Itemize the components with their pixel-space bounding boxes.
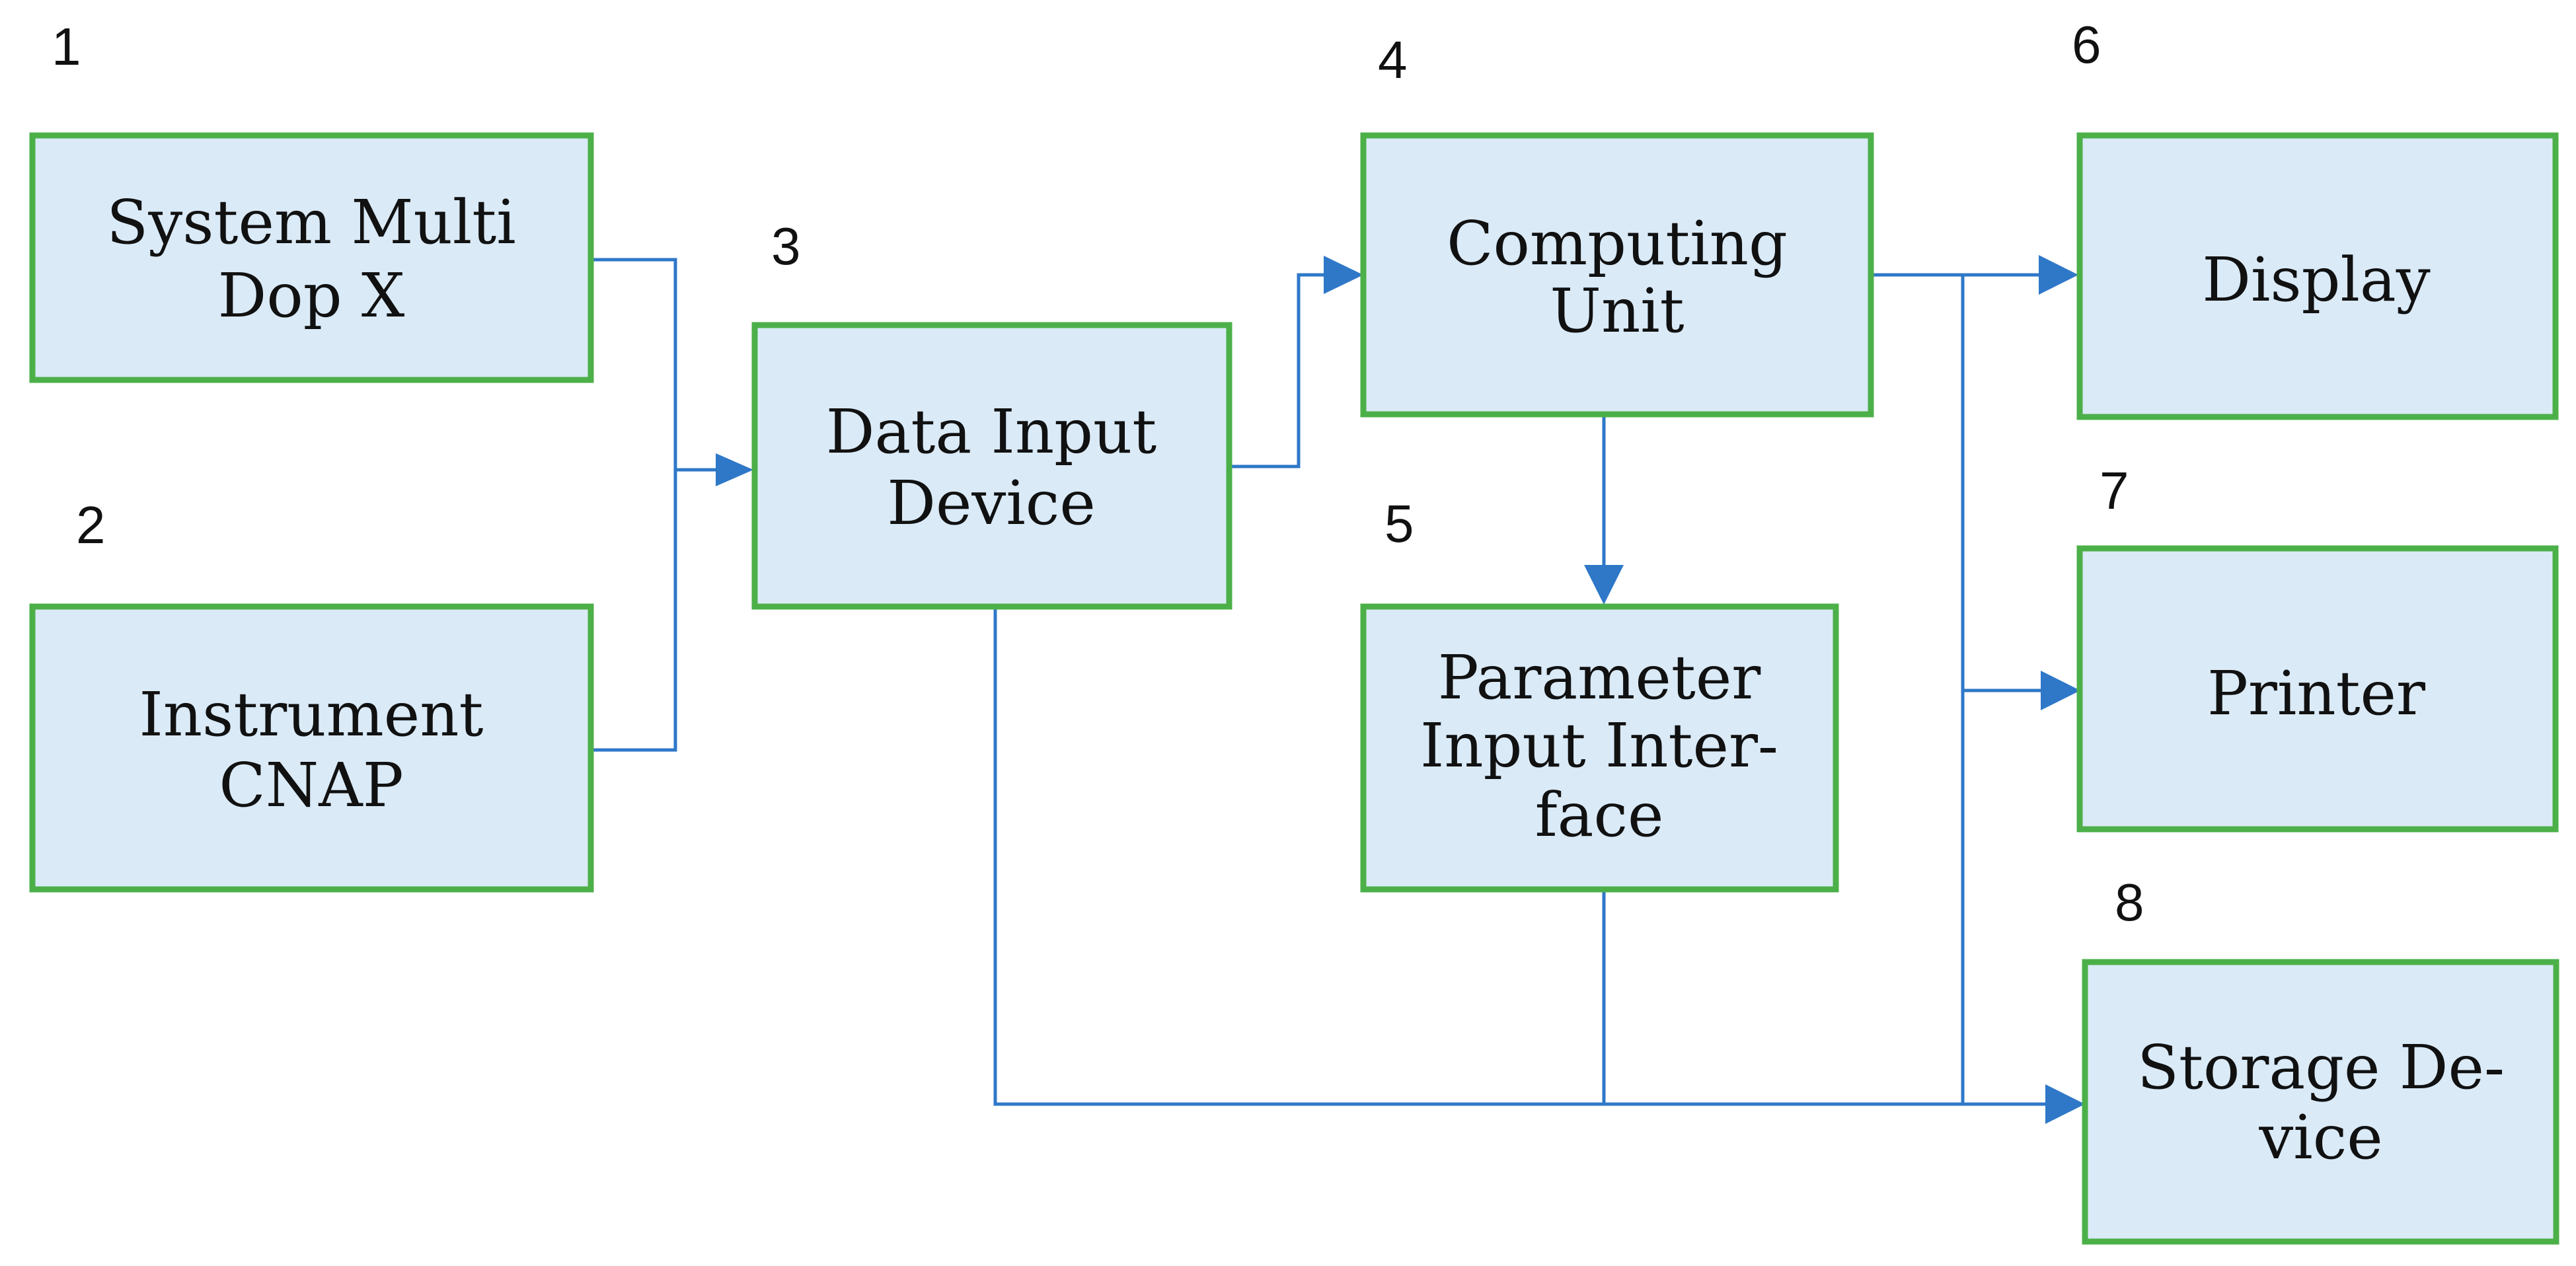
box-number: 2 — [76, 496, 106, 554]
connectors — [593, 255, 2085, 1124]
arrowhead-into-3 — [716, 453, 753, 486]
box-display: Display — [2076, 132, 2559, 420]
box-label-line: Dop X — [218, 260, 405, 331]
box-system-multi-dop-x: System Multi Dop X — [29, 132, 594, 383]
box-label-line: Parameter — [1438, 642, 1761, 713]
box-label-line: Unit — [1550, 276, 1684, 346]
arrowhead-into-7 — [2041, 671, 2080, 710]
box-number: 4 — [1378, 30, 1408, 89]
box-label-line: face — [1535, 780, 1664, 850]
box-label-line: vice — [2258, 1102, 2382, 1173]
box-number: 7 — [2100, 461, 2129, 520]
connector-3-to-8 — [993, 609, 2045, 1106]
box-number: 3 — [771, 217, 801, 276]
box-number: 8 — [2115, 873, 2144, 932]
box-label-line: Instrument — [139, 679, 484, 750]
connector-1-to-3 — [593, 258, 727, 472]
box-label-line: Storage De- — [2137, 1032, 2505, 1103]
arrowhead-into-8 — [2045, 1084, 2085, 1124]
box-label-line: Computing — [1447, 208, 1788, 279]
arrowhead-into-6 — [2039, 255, 2078, 295]
box-number: 6 — [2072, 15, 2102, 74]
box-number: 5 — [1384, 494, 1414, 553]
box-instrument-cnap: Instrument CNAP — [29, 603, 594, 893]
arrowhead-into-4 — [1324, 256, 1363, 294]
box-label-line: Data Input — [826, 396, 1156, 467]
box-computing-unit: Computing Unit — [1360, 132, 1874, 418]
box-label-line: System Multi — [106, 187, 515, 258]
box-label-line: CNAP — [219, 750, 403, 821]
box-printer: Printer — [2076, 545, 2559, 833]
box-data-input-device: Data Input Device — [751, 322, 1232, 610]
connector-2-to-3 — [593, 470, 677, 752]
arrowhead-into-5 — [1584, 565, 1624, 605]
box-number: 1 — [52, 17, 81, 76]
connector-3-to-4 — [1231, 273, 1342, 468]
box-label-line: Printer — [2207, 658, 2425, 729]
box-label-line: Device — [887, 468, 1096, 539]
box-parameter-input-interface: Parameter Input Inter- face — [1360, 603, 1839, 893]
box-label-line: Display — [2202, 244, 2431, 315]
box-label-line: Input Inter- — [1420, 710, 1778, 781]
box-storage-device: Storage De- vice — [2082, 959, 2559, 1245]
